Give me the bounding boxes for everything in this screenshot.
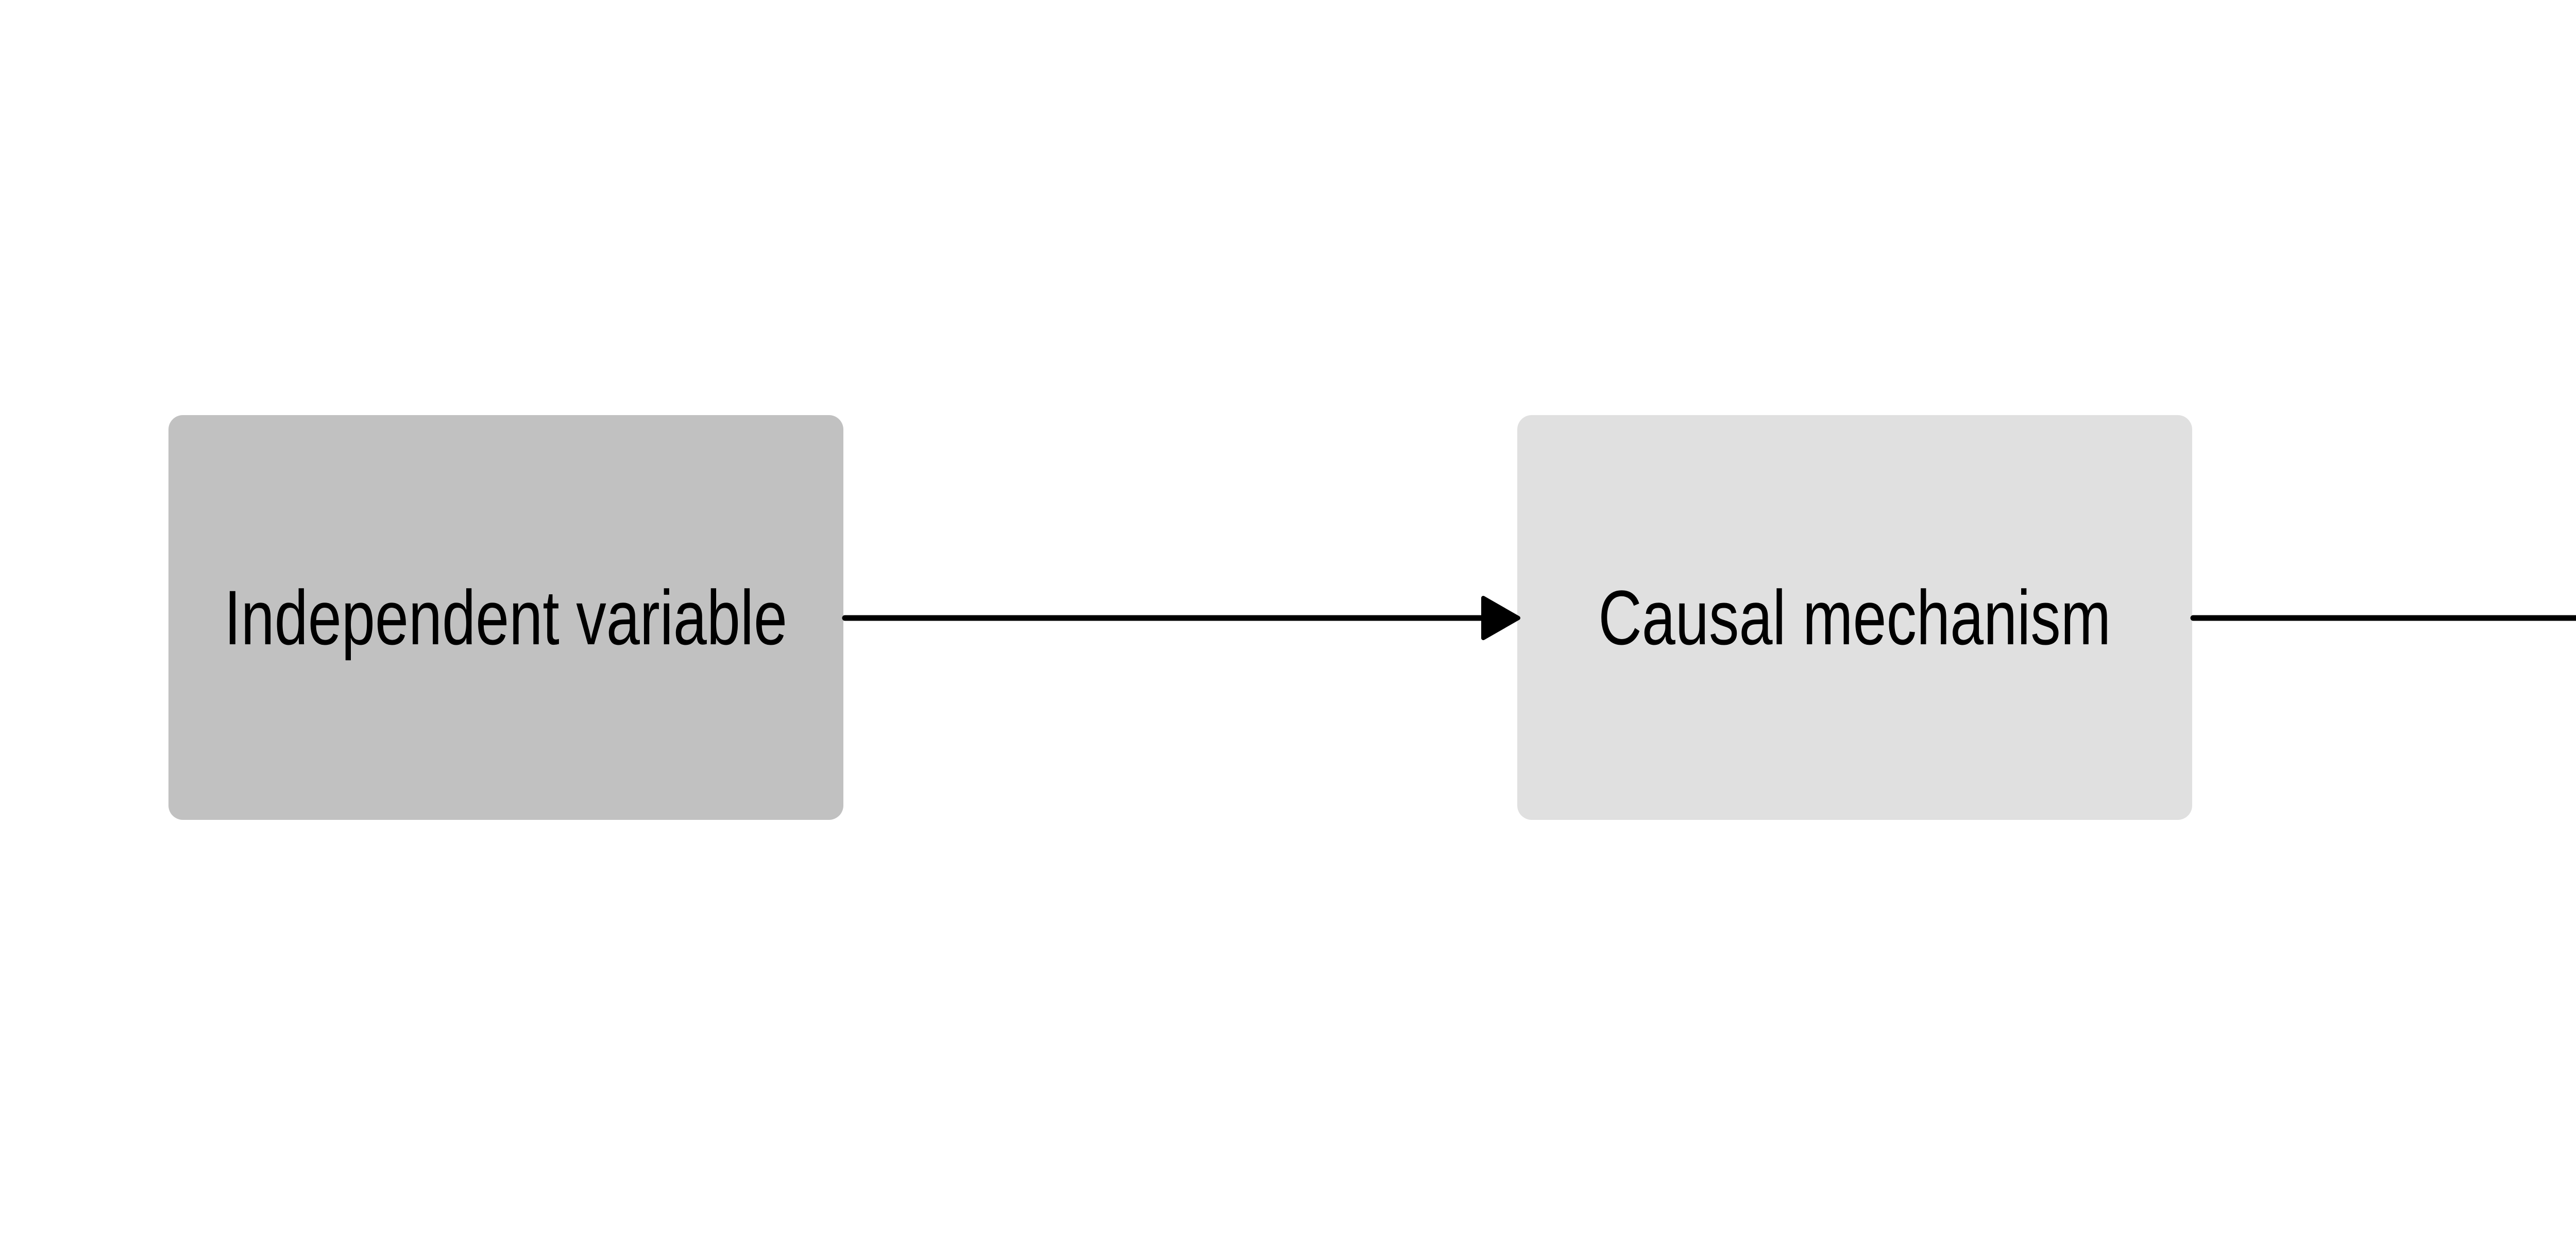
node-label-independent-variable: Independent variable xyxy=(224,574,788,661)
arrow-mechanism-to-dependent xyxy=(2190,615,2576,621)
arrow-independent-to-mechanism xyxy=(842,596,1520,640)
node-causal-mechanism: Causal mechanism xyxy=(1517,415,2192,820)
node-label-causal-mechanism: Causal mechanism xyxy=(1598,574,2111,661)
node-independent-variable: Independent variable xyxy=(168,415,843,820)
